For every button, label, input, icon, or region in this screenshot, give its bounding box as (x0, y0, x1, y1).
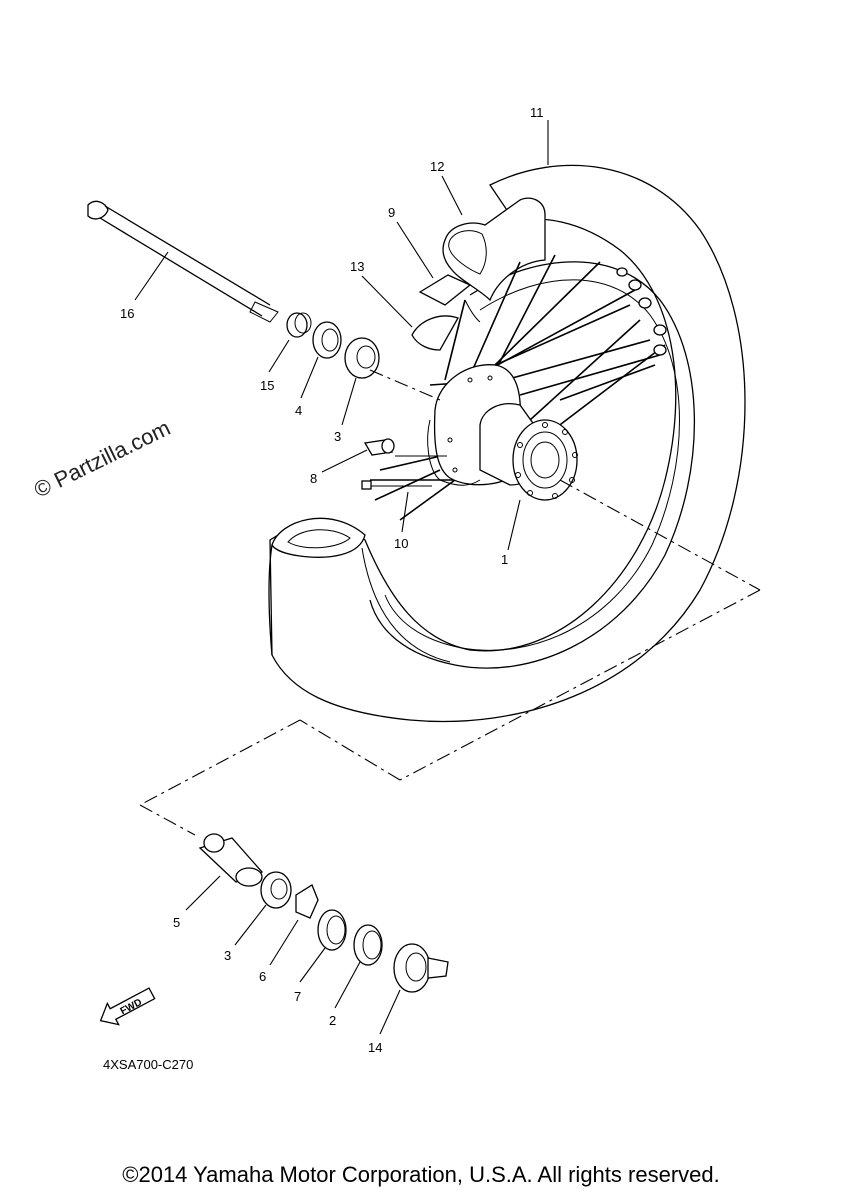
spoke-nipples (616, 267, 667, 356)
callout-3-lower: 3 (224, 948, 231, 963)
callout-6: 6 (259, 969, 266, 984)
collar-15 (286, 312, 312, 338)
callout-15: 15 (260, 378, 274, 393)
callout-5: 5 (173, 915, 180, 930)
callout-10: 10 (394, 536, 408, 551)
leader-lines (134, 120, 549, 1035)
spoke-nipple-loose (361, 480, 372, 490)
fwd-label: FWD (119, 997, 144, 1017)
callout-7: 7 (294, 989, 301, 1004)
callout-13: 13 (350, 259, 364, 274)
valve-8 (363, 438, 395, 456)
callout-16: 16 (120, 306, 134, 321)
callout-2: 2 (329, 1013, 336, 1028)
diagram-code: 4XSA700-C270 (103, 1057, 194, 1072)
callout-9: 9 (388, 205, 395, 220)
spacer-5 (198, 833, 264, 887)
rim (369, 261, 696, 669)
rim-strip (411, 315, 459, 351)
callout-12: 12 (430, 159, 444, 174)
tire (268, 164, 746, 723)
callout-1: 1 (501, 552, 508, 567)
fwd-arrow-icon: FWD (99, 987, 156, 1026)
bearing-3-lower (260, 871, 292, 909)
callout-14: 14 (368, 1040, 382, 1055)
axle (87, 200, 279, 323)
oil-seal-7 (317, 909, 347, 951)
callout-8: 8 (310, 471, 317, 486)
speedometer-gear-14 (393, 943, 449, 993)
collar-2 (353, 924, 383, 966)
callouts: 1 2 3 3 4 5 6 7 8 9 10 11 12 13 14 15 16 (120, 105, 544, 1055)
inner-tube (442, 197, 546, 302)
spokes (370, 254, 666, 521)
retainer-6 (295, 884, 319, 919)
rim-band (418, 274, 472, 306)
callout-4: 4 (295, 403, 302, 418)
callout-11: 11 (530, 105, 544, 120)
oil-seal-4 (312, 321, 342, 359)
copyright-notice: ©2014 Yamaha Motor Corporation, U.S.A. A… (122, 1162, 720, 1187)
callout-3-upper: 3 (334, 429, 341, 444)
centerline (139, 369, 761, 836)
bearing-3-upper (344, 337, 380, 379)
